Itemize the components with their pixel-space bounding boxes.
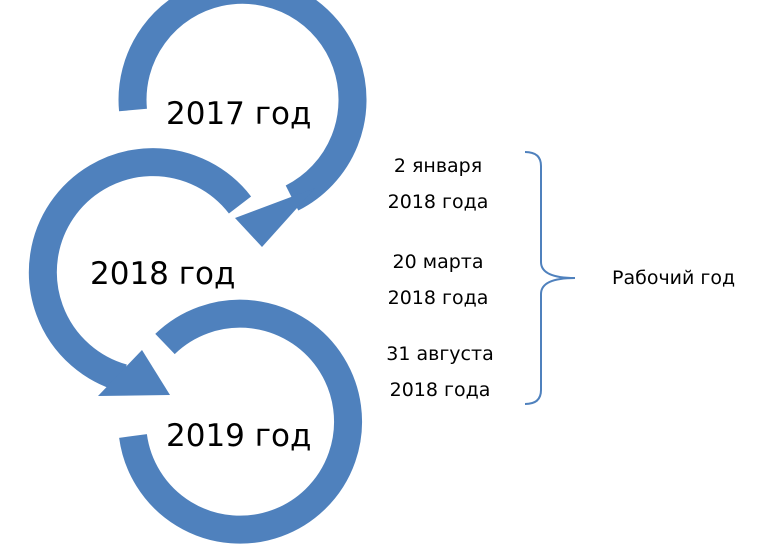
date-year: 2018 года — [387, 287, 489, 309]
date-day: 2 января — [393, 155, 483, 177]
working-year-label: Рабочий год — [612, 267, 736, 289]
arrowhead-2017 — [235, 188, 315, 247]
arc-2018 — [28, 148, 252, 392]
date-year: 2018 года — [389, 379, 491, 401]
arrowhead-2018 — [98, 350, 170, 396]
date-day: 31 августа — [386, 343, 494, 365]
curly-bracket — [524, 151, 576, 405]
date-label-march: 20 марта 2018 года — [368, 244, 508, 316]
year-label-2017: 2017 год — [166, 96, 312, 132]
year-label-2019: 2019 год — [166, 418, 312, 454]
arc-2017 — [118, 0, 367, 211]
date-label-august: 31 августа 2018 года — [370, 336, 510, 408]
arc-2019 — [119, 299, 363, 544]
year-label-2018: 2018 год — [90, 256, 236, 292]
date-day: 20 марта — [392, 251, 484, 273]
date-year: 2018 года — [387, 191, 489, 213]
date-label-january: 2 января 2018 года — [368, 148, 508, 220]
